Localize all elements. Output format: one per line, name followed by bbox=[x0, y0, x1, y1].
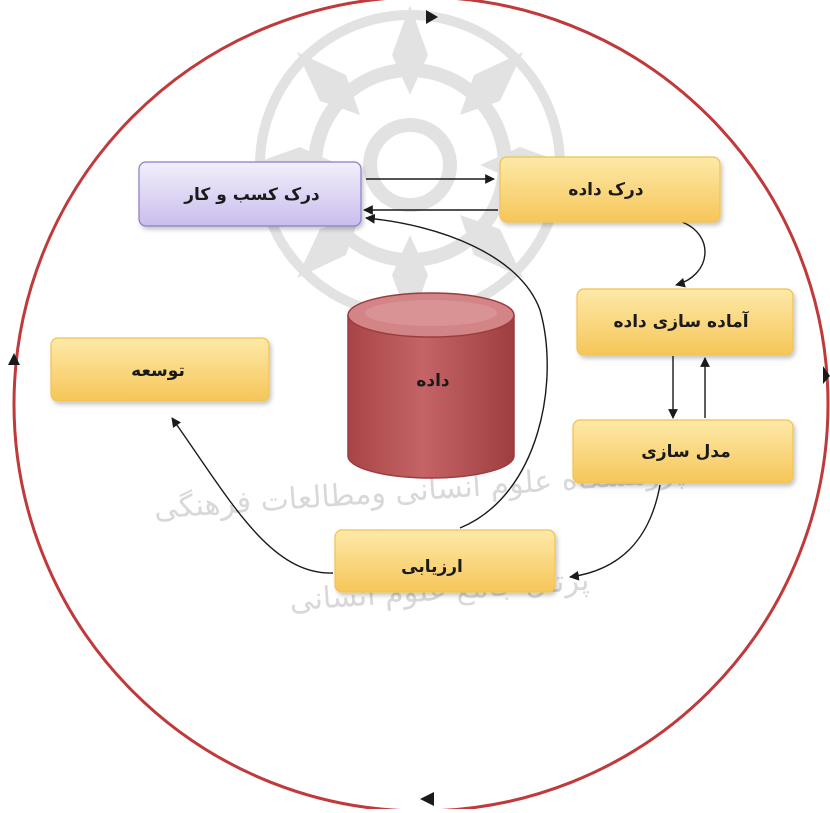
arrow-evaluation-to-deployment bbox=[171, 417, 334, 574]
node-modeling-label: مدل سازی bbox=[641, 442, 730, 462]
node-evaluation-label: ارزیابی bbox=[401, 557, 463, 577]
node-business-understanding bbox=[138, 161, 362, 227]
cycle-arrow-right bbox=[823, 366, 830, 384]
node-evaluation bbox=[334, 529, 556, 593]
node-data-preparation bbox=[576, 288, 794, 356]
cycle-arrow-bottom bbox=[420, 792, 434, 806]
data-cylinder-label: داده bbox=[416, 371, 450, 391]
node-deployment-label: توسعه bbox=[131, 361, 185, 381]
node-deployment bbox=[50, 337, 270, 402]
cycle-arrow-top bbox=[426, 10, 438, 24]
data-cylinder bbox=[347, 292, 515, 479]
node-data-understanding bbox=[499, 156, 721, 223]
arrow-evaluation-to-business bbox=[365, 213, 548, 529]
arrow-modeling-to-evaluation bbox=[569, 484, 661, 581]
node-data-understanding-label: درک داده bbox=[568, 180, 643, 200]
node-business-understanding-label: درک کسب و کار bbox=[183, 185, 320, 205]
arrow-data-understanding-to-preparation bbox=[675, 221, 706, 288]
node-modeling bbox=[572, 419, 794, 484]
node-data-preparation-label: آماده سازی داده bbox=[613, 310, 749, 332]
cycle-arrow-left bbox=[8, 353, 20, 365]
